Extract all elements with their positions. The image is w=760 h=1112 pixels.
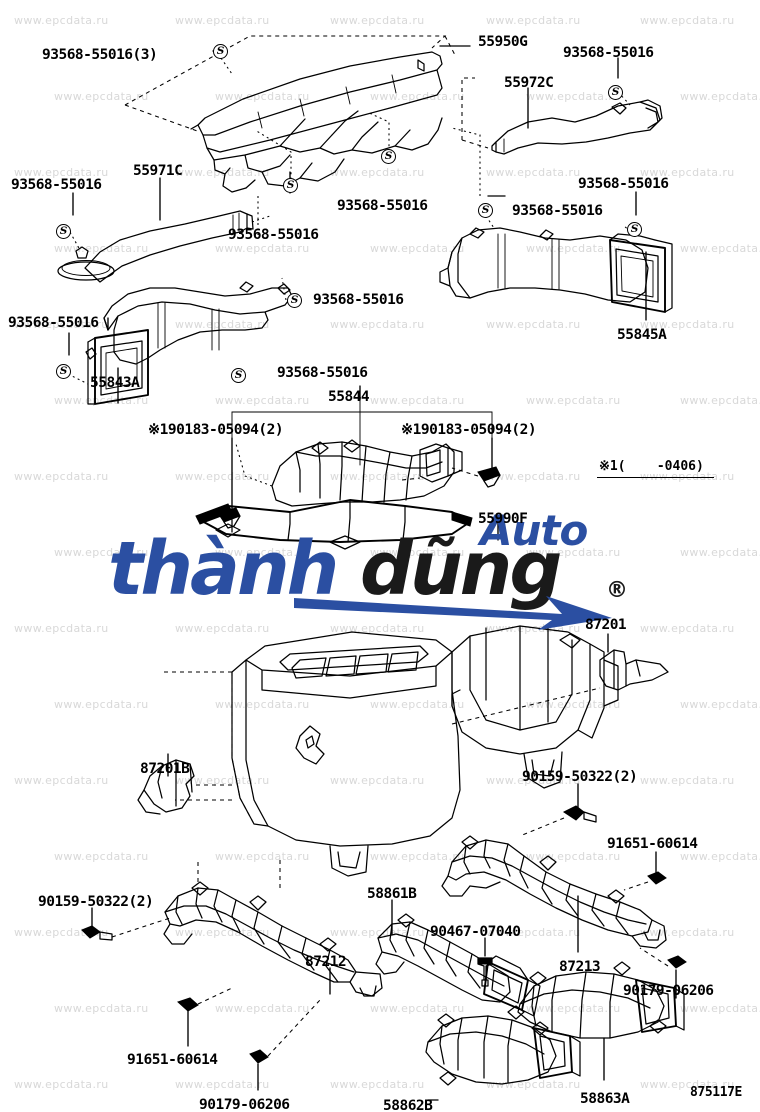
part-number-label: 87213 bbox=[559, 959, 601, 975]
part-number-label: 93568-55016 bbox=[228, 227, 319, 243]
part-number-label: 87201 bbox=[585, 617, 627, 633]
service-bolt-s-icon bbox=[478, 203, 493, 218]
part-87213-floor-duct bbox=[441, 835, 667, 953]
part-number-label: 55843A bbox=[90, 375, 140, 391]
part-58863a-duct bbox=[517, 961, 685, 1081]
part-55971c-duct-hose bbox=[57, 171, 291, 283]
part-90467-07040-clip bbox=[477, 937, 493, 987]
service-bolt-s-icon bbox=[608, 85, 623, 100]
part-number-label: 93568-55016 bbox=[313, 292, 404, 308]
part-number-label: ※190183-05094(2) bbox=[401, 422, 537, 438]
note-production-date: ※1( -0406) bbox=[597, 458, 714, 478]
part-55950g-defroster-duct bbox=[124, 35, 471, 193]
part-number-label: 90159-50322(2) bbox=[522, 769, 638, 785]
part-number-label: 55845A bbox=[617, 327, 667, 343]
part-number-label: 93568-55016 bbox=[512, 203, 603, 219]
part-58861b-duct bbox=[375, 899, 541, 1017]
service-bolt-s-icon bbox=[56, 224, 71, 239]
service-bolt-s-icon bbox=[627, 222, 642, 237]
part-87201-knob bbox=[599, 633, 669, 691]
part-number-label: 91651-60614 bbox=[607, 836, 698, 852]
part-number-label: 58863A bbox=[580, 1091, 630, 1107]
part-number-label: 55990F bbox=[478, 511, 528, 527]
service-bolt-s-icon bbox=[287, 293, 302, 308]
part-number-label: 93568-55016 bbox=[11, 177, 102, 193]
part-number-label: 58862B bbox=[383, 1098, 433, 1112]
part-number-label: 93568-55016 bbox=[337, 198, 428, 214]
part-number-label: 93568-55016(3) bbox=[42, 47, 158, 63]
part-number-label: 55971C bbox=[133, 163, 183, 179]
part-number-label: 87212 bbox=[305, 954, 347, 970]
part-number-label: 55972C bbox=[504, 75, 554, 91]
service-bolt-s-icon bbox=[381, 149, 396, 164]
service-bolt-s-icon bbox=[56, 364, 71, 379]
part-number-label: 55844 bbox=[328, 389, 370, 405]
part-number-label: 90159-50322(2) bbox=[38, 894, 154, 910]
service-bolt-s-icon bbox=[283, 178, 298, 193]
part-55845a-duct bbox=[439, 191, 673, 321]
part-number-label: ※190183-05094(2) bbox=[148, 422, 284, 438]
part-number-label: 58861B bbox=[367, 886, 417, 902]
part-number-label: 91651-60614 bbox=[127, 1052, 218, 1068]
part-90183-05094-clips bbox=[217, 437, 501, 529]
fasteners-right bbox=[519, 783, 687, 999]
service-bolt-s-icon bbox=[231, 368, 246, 383]
part-55843a-duct bbox=[67, 281, 293, 405]
part-55972c-duct bbox=[461, 57, 663, 155]
part-87212-floor-duct bbox=[163, 860, 383, 997]
part-58862b-duct bbox=[425, 1005, 581, 1101]
part-87201b-knob bbox=[137, 753, 232, 815]
fasteners-left bbox=[81, 907, 321, 1091]
part-number-label: 93568-55016 bbox=[563, 45, 654, 61]
part-55990f-heater-unit bbox=[160, 519, 619, 877]
part-number-label: 93568-55016 bbox=[578, 176, 669, 192]
part-number-label: 55950G bbox=[478, 34, 528, 50]
part-number-label: 90179-06206 bbox=[199, 1097, 290, 1112]
part-number-label: 90467-07040 bbox=[430, 924, 521, 940]
part-number-label: 90179-06206 bbox=[623, 983, 714, 999]
part-55844-duct bbox=[195, 277, 493, 550]
part-number-label: 93568-55016 bbox=[277, 365, 368, 381]
service-bolt-s-icon bbox=[213, 44, 228, 59]
part-number-label: 87201B bbox=[140, 761, 190, 777]
drawing-code: 875117E bbox=[690, 1085, 742, 1100]
part-number-label: 93568-55016 bbox=[8, 315, 99, 331]
